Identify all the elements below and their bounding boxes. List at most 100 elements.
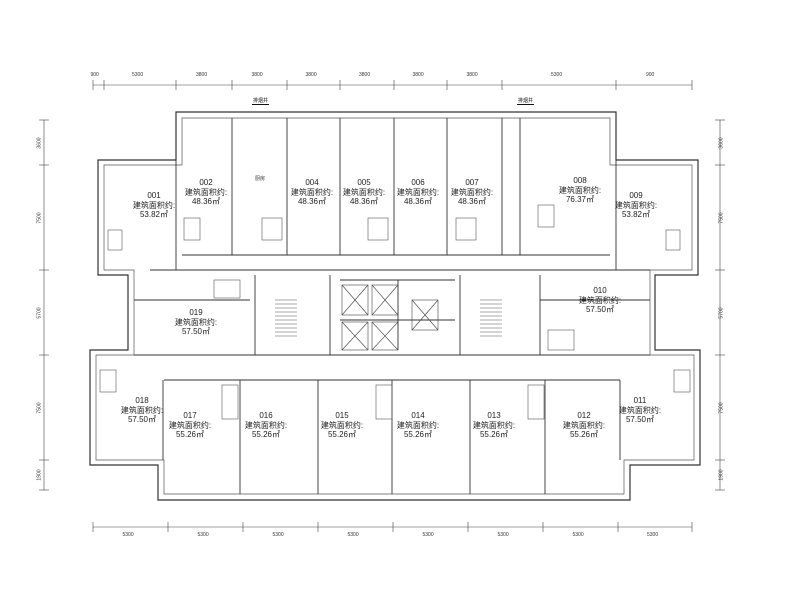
unit-id: 005 xyxy=(357,178,371,187)
unit-label: 建筑面积约: xyxy=(290,187,334,197)
left-dimension: 7500 xyxy=(36,211,43,224)
unit-label: 建筑面积约: xyxy=(562,420,606,430)
unit-label: 建筑面积约: xyxy=(450,187,494,197)
unit-area: 55.26㎡ xyxy=(479,430,509,439)
top-dimension: 3800 xyxy=(466,72,478,78)
unit-id: 016 xyxy=(259,411,273,420)
bottom-dimension: 5300 xyxy=(497,532,509,538)
unit-id: 007 xyxy=(465,178,479,187)
unit-area: 57.50㎡ xyxy=(585,305,615,314)
bottom-dimension: 5300 xyxy=(647,532,659,538)
top-dimension: 3800 xyxy=(196,72,208,78)
right-dimension: 7500 xyxy=(718,211,725,224)
unit-id: 011 xyxy=(633,396,647,405)
unit-id: 014 xyxy=(411,411,425,420)
right-dimension: 5700 xyxy=(718,306,725,319)
top-dimension: 900 xyxy=(646,72,655,78)
top-dimension: 3800 xyxy=(251,72,263,78)
right-dimension: 7500 xyxy=(718,401,725,414)
bottom-dimension: 5300 xyxy=(422,532,434,538)
unit-area: 48.36㎡ xyxy=(403,197,433,206)
unit-label: 建筑面积约: xyxy=(396,187,440,197)
bottom-dimension: 5300 xyxy=(122,532,134,538)
unit-id: 018 xyxy=(135,396,149,405)
unit-id: 015 xyxy=(335,411,349,420)
unit-label: 建筑面积约: xyxy=(396,420,440,430)
unit-label: 建筑面积约: xyxy=(184,187,228,197)
stairwells xyxy=(275,299,502,337)
unit-label: 建筑面积约: xyxy=(618,405,662,415)
unit-id: 004 xyxy=(305,178,319,187)
unit-id: 001 xyxy=(147,191,161,200)
unit-area: 48.36㎡ xyxy=(457,197,487,206)
unit-id: 013 xyxy=(487,411,501,420)
unit-label: 建筑面积约: xyxy=(342,187,386,197)
unit-id: 002 xyxy=(199,178,213,187)
unit-id: 006 xyxy=(411,178,425,187)
unit-id: 012 xyxy=(577,411,591,420)
unit-area: 57.50㎡ xyxy=(625,415,655,424)
unit-area: 55.26㎡ xyxy=(403,430,433,439)
unit-id: 010 xyxy=(593,286,607,295)
unit-label: 建筑面积约: xyxy=(120,405,164,415)
left-dimension: 3600 xyxy=(36,136,43,149)
left-dimension: 1900 xyxy=(36,469,43,481)
unit-area: 48.36㎡ xyxy=(349,197,379,206)
unit-label: 建筑面积约: xyxy=(132,200,176,210)
unit-id: 017 xyxy=(183,411,197,420)
unit-area: 76.37㎡ xyxy=(565,195,595,204)
unit-label: 建筑面积约: xyxy=(614,200,658,210)
elevator-shafts xyxy=(341,284,439,351)
unit-area: 48.36㎡ xyxy=(297,197,327,206)
unit-area: 57.50㎡ xyxy=(127,415,157,424)
dimension-ticks xyxy=(39,80,725,532)
top-dimension: 3800 xyxy=(359,72,371,78)
top-dimension: 900 xyxy=(90,72,99,78)
unit-label: 建筑面积约: xyxy=(472,420,516,430)
unit-area: 55.26㎡ xyxy=(251,430,281,439)
top-dimension: 5300 xyxy=(132,72,144,78)
building-outline xyxy=(89,111,701,501)
bottom-dimension: 5300 xyxy=(197,532,209,538)
unit-label: 建筑面积约: xyxy=(174,317,218,327)
unit-id: 009 xyxy=(629,191,643,200)
unit-area: 53.82㎡ xyxy=(621,210,651,219)
unit-id: 008 xyxy=(573,176,587,185)
unit-area: 53.82㎡ xyxy=(139,210,169,219)
left-dimension: 7500 xyxy=(36,401,43,414)
top-dimension: 3800 xyxy=(412,72,424,78)
unit-area: 57.50㎡ xyxy=(181,327,211,336)
smoke-shaft-sign-left: 排烟井 xyxy=(252,98,270,105)
kitchen-mark: 厨房 xyxy=(255,176,266,182)
bottom-dimension: 5300 xyxy=(572,532,584,538)
unit-label: 建筑面积约: xyxy=(578,295,622,305)
top-dimension: 3800 xyxy=(305,72,317,78)
smoke-shaft-sign-right: 排烟井 xyxy=(517,98,535,105)
unit-id: 019 xyxy=(189,308,203,317)
unit-label: 建筑面积约: xyxy=(320,420,364,430)
right-dimension: 3600 xyxy=(718,136,725,149)
interior-walls xyxy=(134,118,650,494)
unit-label: 建筑面积约: xyxy=(244,420,288,430)
unit-label: 建筑面积约: xyxy=(558,185,602,195)
unit-area: 55.26㎡ xyxy=(327,430,357,439)
bottom-dimension: 5300 xyxy=(347,532,359,538)
unit-label: 建筑面积约: xyxy=(168,420,212,430)
